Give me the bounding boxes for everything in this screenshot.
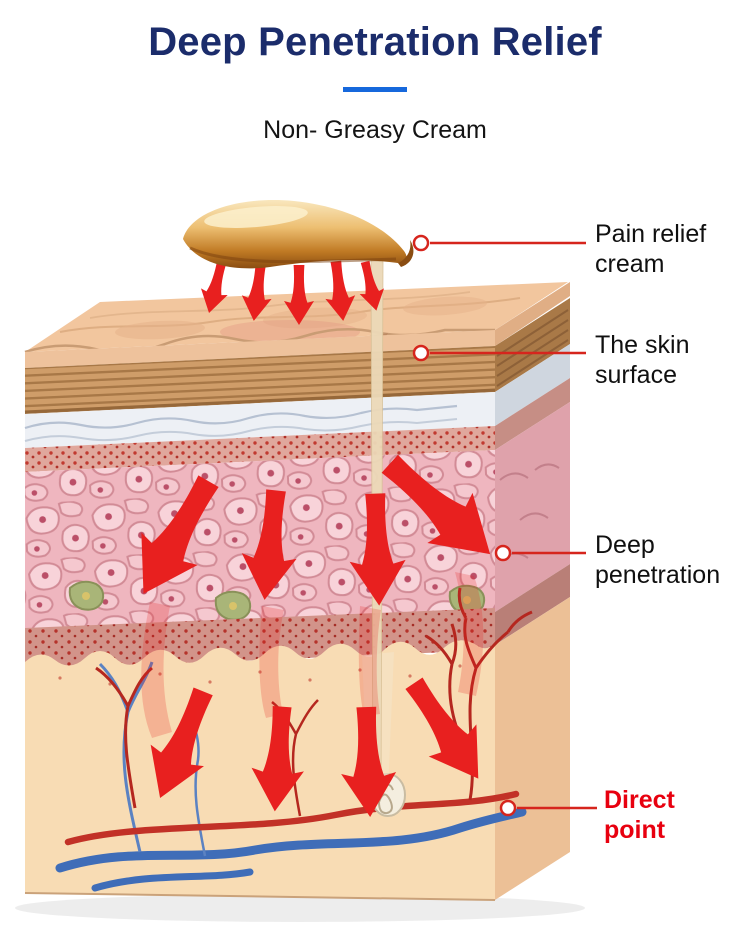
label-direct-point: Direct point: [604, 786, 675, 844]
vein-icon: [55, 807, 527, 873]
callouts: [412, 234, 597, 817]
capillary-tree-left: [95, 666, 153, 809]
callout-dot-direct-point: [499, 799, 517, 817]
page-subtitle: Non- Greasy Cream: [263, 116, 487, 144]
label-deep-penetration: Deep penetration: [595, 531, 721, 589]
skin-front-face: [24, 330, 496, 901]
label-skin-surface: The skin surface: [595, 331, 690, 389]
skin-side-face: [495, 282, 570, 900]
callout-dot-skin-surface: [412, 344, 430, 362]
label-pain-relief-cream: Pain relief cream: [595, 220, 707, 278]
penetration-trails: [141, 572, 484, 738]
block-shadow: [15, 894, 585, 922]
cream-swoosh-icon: [183, 200, 414, 269]
dermis-speckles: [58, 664, 462, 686]
page-title: Deep Penetration Relief: [148, 20, 602, 64]
artery-icon: [64, 790, 520, 846]
title-underline: [343, 87, 407, 92]
callout-dot-pain-cream: [412, 234, 430, 252]
callout-dot-deep-penetration: [494, 544, 512, 562]
